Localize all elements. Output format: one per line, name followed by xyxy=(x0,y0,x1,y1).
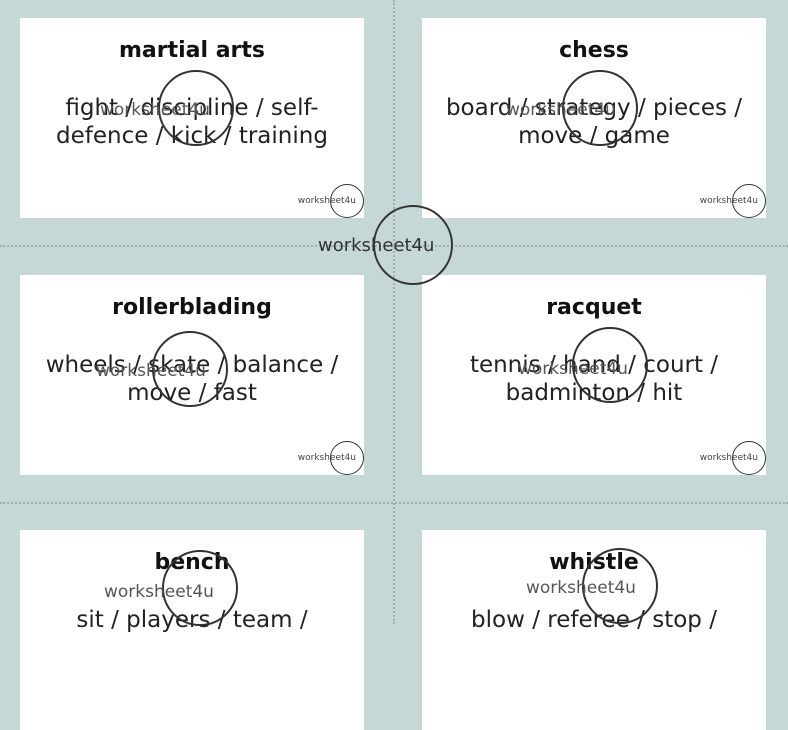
worksheet4u-logo: worksheet4u xyxy=(700,184,766,218)
center-watermark-ring xyxy=(373,205,453,285)
watermark: worksheet4u xyxy=(96,361,206,381)
watermark: worksheet4u xyxy=(526,578,636,598)
card-title: rollerblading xyxy=(112,295,272,320)
card-title: chess xyxy=(559,38,629,63)
flashcard: whistle blow / referee / stop / workshee… xyxy=(422,530,766,730)
horizontal-cut-line xyxy=(0,502,788,504)
center-watermark: worksheet4u xyxy=(318,235,435,256)
flashcard: chess board / strategy / pieces / move /… xyxy=(422,18,766,218)
card-title: martial arts xyxy=(118,38,266,63)
watermark-ring xyxy=(582,548,658,624)
card-title: racquet xyxy=(546,295,642,320)
watermark: worksheet4u xyxy=(104,582,214,602)
watermark: worksheet4u xyxy=(100,100,210,120)
flashcard: rollerblading wheels / skate / balance /… xyxy=(20,275,364,475)
watermark-ring xyxy=(158,70,234,146)
vertical-cut-line xyxy=(393,0,395,624)
worksheet4u-logo: worksheet4u xyxy=(700,441,766,475)
worksheet4u-logo: worksheet4u xyxy=(298,441,364,475)
watermark: worksheet4u xyxy=(506,100,616,120)
flashcard: martial arts fight / discipline / self-d… xyxy=(20,18,364,218)
watermark: worksheet4u xyxy=(518,359,628,379)
watermark-ring xyxy=(152,331,228,407)
worksheet4u-logo: worksheet4u xyxy=(298,184,364,218)
flashcard: bench sit / players / team / worksheet4u xyxy=(20,530,364,730)
flashcard: racquet tennis / hand / court / badminto… xyxy=(422,275,766,475)
watermark-ring xyxy=(562,70,638,146)
watermark-ring xyxy=(572,327,648,403)
